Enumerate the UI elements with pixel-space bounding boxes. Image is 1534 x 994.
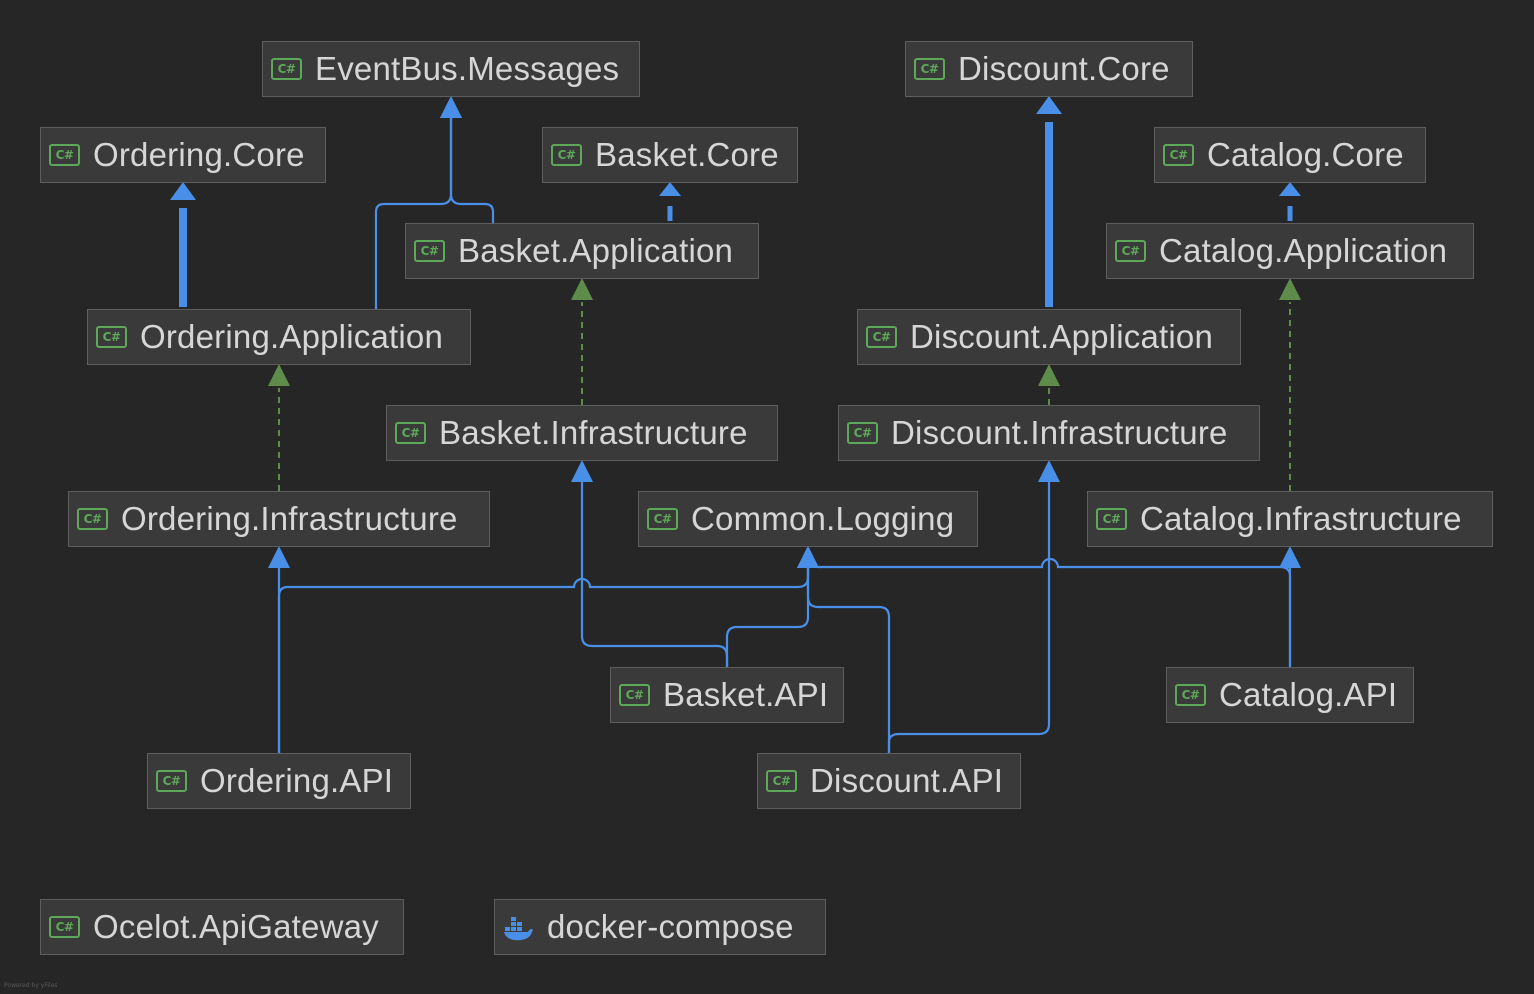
node-label: Ordering.Application [140, 318, 443, 355]
node-basket-application[interactable]: C# Basket.Application [405, 223, 759, 279]
csharp-project-icon: C# [271, 58, 302, 80]
node-label: Discount.Infrastructure [891, 414, 1228, 451]
edge-arrowhead [571, 278, 593, 300]
node-ordering-infrastructure[interactable]: C# Ordering.Infrastructure [68, 491, 490, 547]
edge-arrowhead [268, 364, 290, 386]
edge-catalog-infrastructure-to-catalog-application [1279, 278, 1301, 491]
node-ocelot-apigateway[interactable]: C# Ocelot.ApiGateway [40, 899, 404, 955]
edge-line [374, 118, 453, 309]
node-label: Ocelot.ApiGateway [93, 908, 379, 945]
edge-arrowhead [1038, 460, 1060, 482]
node-label: Ordering.API [200, 762, 394, 799]
watermark: Powered by yFiles [4, 982, 58, 989]
node-catalog-api[interactable]: C# Catalog.API [1166, 667, 1414, 723]
node-discount-application[interactable]: C# Discount.Application [857, 309, 1241, 365]
csharp-project-icon: C# [96, 326, 127, 348]
edge-line [449, 118, 495, 223]
edge-arrowhead [659, 182, 681, 196]
csharp-project-icon: C# [847, 422, 878, 444]
node-label: Basket.Application [458, 232, 734, 269]
csharp-project-icon: C# [1115, 240, 1146, 262]
csharp-project-icon: C# [647, 508, 678, 530]
edge-ordering-infrastructure-to-ordering-application [268, 364, 290, 491]
node-label: Basket.Infrastructure [439, 414, 748, 451]
node-basket-infrastructure[interactable]: C# Basket.Infrastructure [386, 405, 778, 461]
edge-arrowhead [1279, 546, 1301, 568]
node-discount-core[interactable]: C# Discount.Core [905, 41, 1193, 97]
edge-arrowhead [170, 182, 196, 200]
node-catalog-application[interactable]: C# Catalog.Application [1106, 223, 1474, 279]
edge-line [806, 568, 891, 753]
node-label: Ordering.Infrastructure [121, 500, 458, 537]
node-label: Discount.API [810, 762, 1004, 799]
edge-arrowhead [1036, 96, 1062, 114]
node-label: docker-compose [547, 908, 794, 945]
node-label: Catalog.Core [1207, 136, 1404, 173]
edge-arrowhead [797, 546, 819, 568]
node-common-logging[interactable]: C# Common.Logging [638, 491, 978, 547]
edge-catalog-application-to-catalog-core [1279, 182, 1301, 221]
csharp-project-icon: C# [1163, 144, 1194, 166]
edge-arrowhead [268, 546, 290, 568]
node-basket-api[interactable]: C# Basket.API [610, 667, 844, 723]
node-label: Catalog.API [1219, 676, 1398, 713]
edge-discount-infrastructure-to-discount-application [1038, 364, 1060, 405]
node-ordering-api[interactable]: C# Ordering.API [147, 753, 411, 809]
edge-catalog-api-to-common-logging [797, 546, 1292, 667]
csharp-project-icon: C# [1175, 684, 1206, 706]
node-basket-core[interactable]: C# Basket.Core [542, 127, 798, 183]
node-label: Basket.API [663, 676, 829, 713]
node-docker-compose[interactable]: docker-compose [494, 899, 826, 955]
node-eventbus-messages[interactable]: C# EventBus.Messages [262, 41, 640, 97]
edge-ordering-application-to-eventbus-messages [374, 96, 462, 309]
node-discount-infrastructure[interactable]: C# Discount.Infrastructure [838, 405, 1260, 461]
edge-discount-application-to-discount-core [1036, 96, 1062, 307]
csharp-project-icon: C# [395, 422, 426, 444]
node-label: Catalog.Application [1159, 232, 1448, 269]
docker-icon [504, 917, 533, 941]
csharp-project-icon: C# [866, 326, 897, 348]
csharp-project-icon: C# [914, 58, 945, 80]
node-label: Discount.Application [910, 318, 1213, 355]
node-ordering-application[interactable]: C# Ordering.Application [87, 309, 471, 365]
edge-arrowhead [440, 96, 462, 118]
csharp-project-icon: C# [1096, 508, 1127, 530]
edge-basket-application-to-basket-core [659, 182, 681, 221]
node-catalog-infrastructure[interactable]: C# Catalog.Infrastructure [1087, 491, 1493, 547]
node-label: EventBus.Messages [315, 50, 620, 87]
edge-arrowhead [1279, 182, 1301, 196]
csharp-project-icon: C# [156, 770, 187, 792]
csharp-project-icon: C# [49, 144, 80, 166]
node-ordering-core[interactable]: C# Ordering.Core [40, 127, 326, 183]
edge-arrowhead [1038, 364, 1060, 386]
edge-arrowhead [571, 460, 593, 482]
edge-line [277, 568, 810, 753]
edge-basket-infrastructure-to-basket-application [571, 278, 593, 405]
node-discount-api[interactable]: C# Discount.API [757, 753, 1021, 809]
csharp-project-icon: C# [619, 684, 650, 706]
edge-arrowhead [1279, 278, 1301, 300]
node-label: Discount.Core [958, 50, 1170, 87]
node-label: Basket.Core [595, 136, 779, 173]
node-label: Ordering.Core [93, 136, 305, 173]
csharp-project-icon: C# [766, 770, 797, 792]
edge-ordering-application-to-ordering-core [170, 182, 196, 307]
node-label: Catalog.Infrastructure [1140, 500, 1462, 537]
node-label: Common.Logging [691, 500, 955, 537]
csharp-project-icon: C# [77, 508, 108, 530]
csharp-project-icon: C# [414, 240, 445, 262]
node-catalog-core[interactable]: C# Catalog.Core [1154, 127, 1426, 183]
edge-line [725, 568, 810, 667]
csharp-project-icon: C# [551, 144, 582, 166]
csharp-project-icon: C# [49, 916, 80, 938]
